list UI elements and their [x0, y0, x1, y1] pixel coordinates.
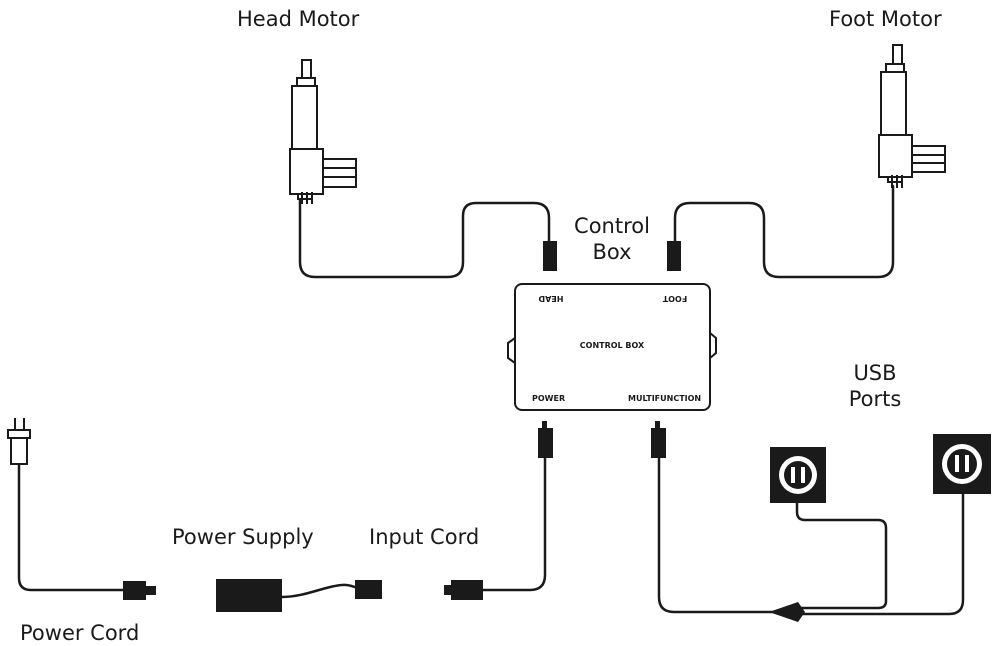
- multifunction-cable: [657, 454, 777, 614]
- foot-motor-cable: [673, 184, 895, 279]
- control-box-label: Control Box: [562, 213, 662, 266]
- control-box-head-port-label: HEAD: [538, 294, 563, 303]
- head-motor-cable: [298, 191, 551, 279]
- head-motor-label: Head Motor: [237, 7, 360, 31]
- input-cord-label: Input Cord: [369, 525, 480, 549]
- power-plug: [538, 421, 553, 458]
- usb-cable-2: [793, 492, 965, 616]
- control-box-foot-port-label: FOOT: [662, 294, 687, 303]
- power-supply-label: Power Supply: [172, 525, 314, 549]
- control-box-label-line1: Control: [574, 214, 650, 238]
- multifunction-plug: [651, 421, 666, 458]
- head-motor: [289, 59, 357, 204]
- foot-motor: [878, 44, 946, 188]
- input-cord-cable: [480, 454, 547, 592]
- power-supply-brick: [216, 579, 282, 612]
- head-connector: [543, 241, 557, 271]
- control-box-unit: [507, 283, 717, 411]
- control-box-power-port-label: POWER: [532, 394, 565, 403]
- usb-port-2: [933, 434, 991, 494]
- input-cord-connector: [444, 580, 483, 600]
- power-cord-connector: [123, 581, 156, 600]
- usb-ports-label-line2: Ports: [848, 387, 902, 412]
- foot-connector: [667, 241, 681, 271]
- usb-splitter: [769, 602, 805, 622]
- usb-ports-label: USB Ports: [830, 360, 920, 413]
- control-box-center-text: CONTROL BOX: [580, 341, 645, 350]
- power-supply-output-connector: [355, 580, 382, 599]
- power-cord-label: Power Cord: [20, 621, 140, 645]
- foot-motor-label: Foot Motor: [829, 7, 942, 31]
- power-cord-wire: [17, 463, 125, 592]
- usb-cable-1: [793, 500, 888, 610]
- wall-plug: [7, 418, 31, 465]
- control-box-label-line2: Box: [592, 240, 632, 265]
- control-box-multifunction-port-label: MULTIFUNCTION: [628, 394, 701, 403]
- usb-port-1: [770, 447, 826, 503]
- power-supply-output-wire: [280, 583, 362, 599]
- usb-ports-label-line1: USB: [853, 361, 897, 385]
